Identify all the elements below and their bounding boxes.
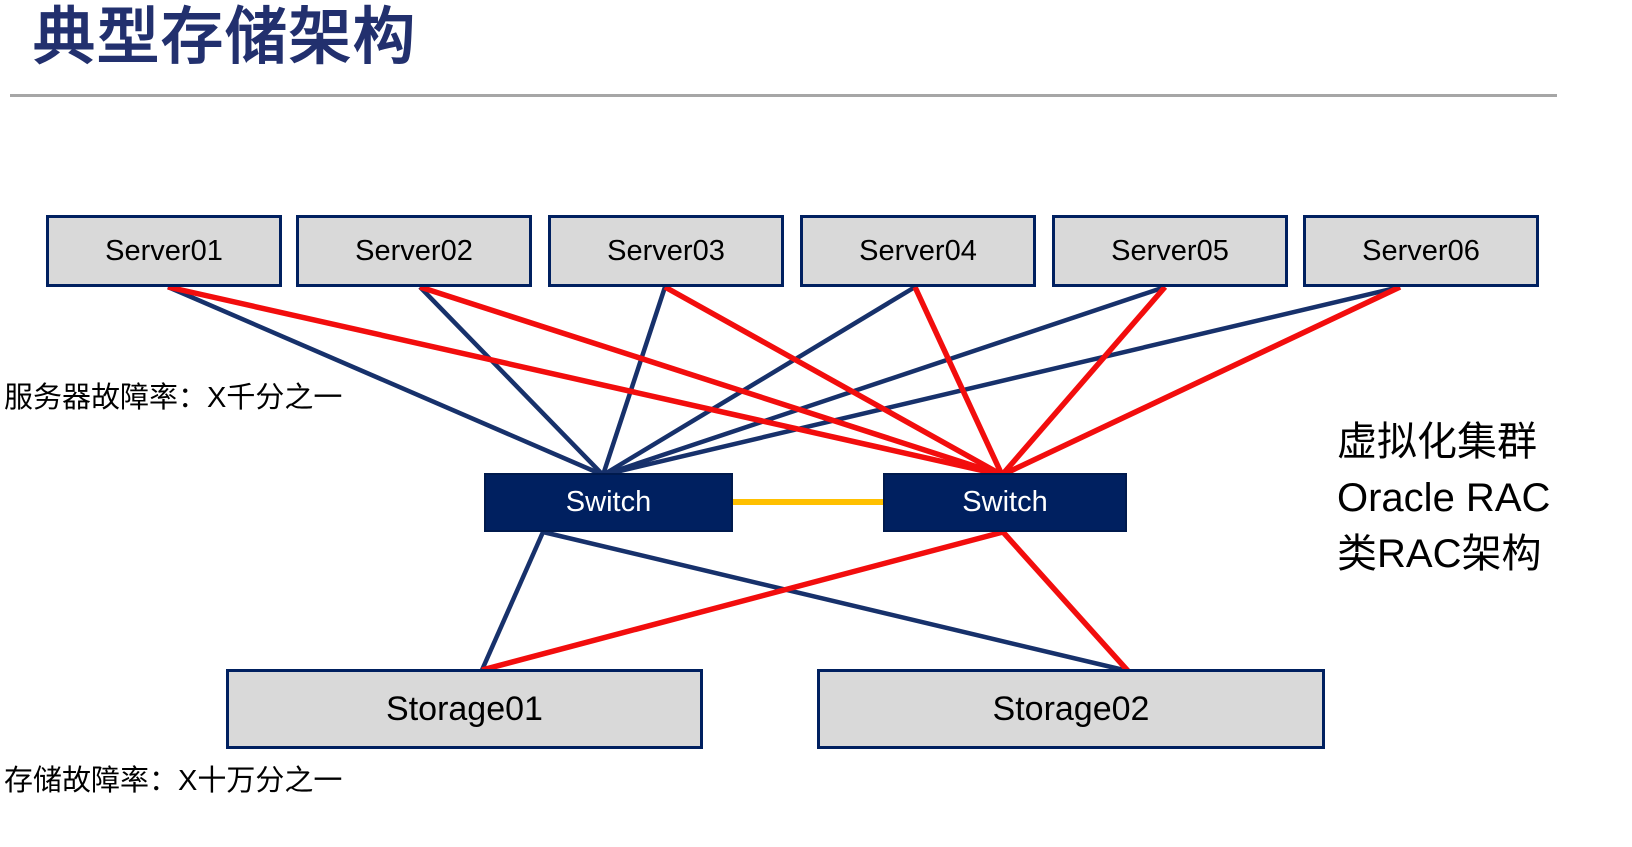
server02-label: Server02 <box>355 234 473 267</box>
server03-label: Server03 <box>607 234 725 267</box>
title-divider-line <box>10 94 1557 97</box>
edge-server05-switch1-navy <box>602 284 1166 478</box>
edge-server03-switch2-red <box>663 284 1004 478</box>
server04-node: Server04 <box>800 215 1036 287</box>
edge-server04-switch1-navy <box>601 285 917 477</box>
edge-server02-switch2-red <box>419 284 1003 478</box>
annotation-line-2: Oracle RAC <box>1337 476 1551 520</box>
server05-label: Server05 <box>1111 234 1229 267</box>
edge-switch2-storage02-red <box>1000 530 1131 673</box>
server06-label: Server06 <box>1362 234 1480 267</box>
annotation-line-3: 类RAC架构 <box>1337 532 1542 576</box>
switch2-label: Switch <box>962 486 1048 518</box>
server04-label: Server04 <box>859 234 977 267</box>
cluster-annotation: 虚拟化集群 Oracle RAC 类RAC架构 <box>1337 414 1550 582</box>
edge-switch2-storage01-red <box>481 529 1004 673</box>
server01-label: Server01 <box>105 234 223 267</box>
edge-server01-switch1-navy <box>167 284 604 478</box>
server02-node: Server02 <box>296 215 532 287</box>
server03-node: Server03 <box>548 215 784 287</box>
storage01-label: Storage01 <box>386 689 543 728</box>
switch1-label: Switch <box>565 486 652 518</box>
edge-switch1-storage01-navy <box>479 531 546 671</box>
edge-server01-switch2-red <box>167 284 1003 478</box>
server05-node: Server05 <box>1052 215 1288 287</box>
edge-switch1-storage02-navy <box>542 529 1129 674</box>
switch2-node: Switch <box>883 473 1127 532</box>
storage02-label: Storage02 <box>992 689 1150 728</box>
switch1-node: Switch <box>484 473 733 532</box>
edge-server06-switch1-navy <box>602 284 1401 478</box>
annotation-line-1: 虚拟化集群 <box>1337 420 1537 464</box>
storage02-node: Storage02 <box>817 669 1325 749</box>
page-title: 典型存储架构 <box>33 3 418 72</box>
storage-failure-rate-label: 存储故障率：X十万分之一 <box>4 765 343 797</box>
storage01-node: Storage01 <box>226 669 703 749</box>
edge-server04-switch2-red <box>912 285 1005 477</box>
server06-node: Server06 <box>1303 215 1539 287</box>
edge-server03-switch1-navy <box>600 286 668 476</box>
edge-server02-switch1-navy <box>418 285 605 477</box>
server-failure-rate-label: 服务器故障率：X千分之一 <box>4 382 343 414</box>
edge-server06-switch2-red <box>1000 284 1402 478</box>
edge-server05-switch2-red <box>999 285 1168 477</box>
server01-node: Server01 <box>46 215 282 287</box>
